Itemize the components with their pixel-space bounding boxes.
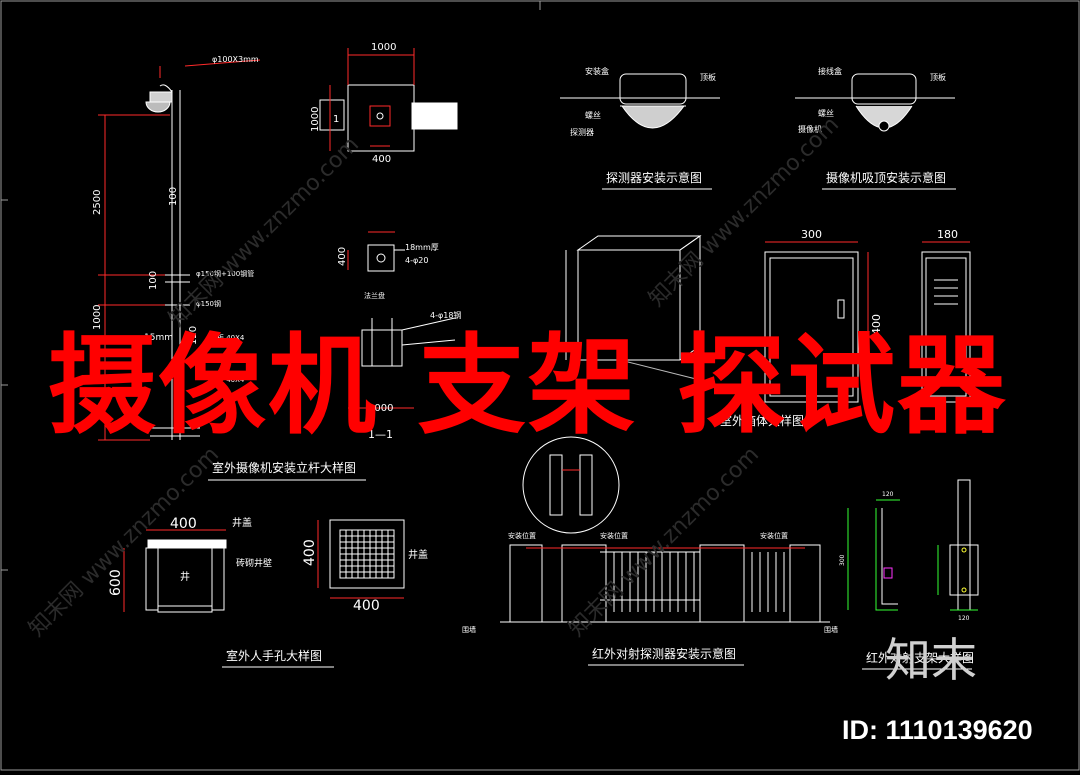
detector-label-ceiling: 顶板 [700, 72, 716, 82]
handhole-height: 600 [108, 569, 124, 596]
pole-dim-100a: 100 [168, 187, 179, 206]
base-dimension-lines [329, 48, 415, 409]
id-label: ID: 1110139620 [842, 715, 1033, 745]
fence-label-1: 安装位置 [508, 531, 536, 540]
detector-mount-labels: 安装盒 顶板 螺丝 探测器 探测器安装示意图 [570, 66, 716, 185]
circle-detail [522, 436, 620, 534]
base-inner-width: 400 [372, 154, 391, 165]
fence-label-5: 围墙 [824, 625, 838, 634]
pole-note-pipe: φ100X3mm [212, 55, 259, 64]
camera-mount-title: 摄像机吸顶安装示意图 [826, 170, 946, 185]
fence-drawing [500, 544, 830, 623]
base-section-mark: 1 [333, 114, 339, 125]
base-flange-plate [367, 244, 405, 272]
bracket-dim-3: 120 [958, 615, 970, 622]
cabinet-title: 室外箱体大样图 [720, 413, 804, 428]
pole-note-plate: 钢板 40X4 [210, 333, 245, 342]
pole-dim-1000: 1000 [92, 305, 103, 330]
detector-label-box: 安装盒 [585, 66, 609, 76]
detector-label-screw: 螺丝 [585, 110, 601, 120]
handhole-labels: 400 600 井盖 砖砌井壁 井 400 400 井盖 室外人手孔大样图 [108, 516, 428, 663]
brand-logo: 知末 [885, 633, 977, 687]
base-plate-dim: 400 [337, 247, 348, 266]
handhole-dim-lines [123, 520, 404, 612]
pole-note-15mm: 15mm [144, 333, 173, 343]
camera-label-screw: 螺丝 [818, 108, 834, 118]
detector-mount-title: 探测器安装示意图 [606, 170, 702, 185]
handhole-lid: 井盖 [232, 516, 252, 529]
bracket-dim-2: 300 [839, 554, 846, 566]
pole-dim-100b: 100 [148, 271, 159, 290]
cabinet-labels: 300 180 400 室外箱体大样图 [720, 228, 958, 428]
base-labels: 1000 1000 1 1 400 400 400 18mm厚 4-φ20 4-… [310, 42, 461, 441]
handhole-plan-width: 400 [353, 598, 380, 614]
handhole-plan-lid: 井盖 [408, 548, 428, 561]
base-plate-thick: 18mm厚 [405, 243, 439, 252]
handhole-wall: 砖砌井壁 [236, 557, 272, 569]
camera-label-box: 接线盒 [818, 66, 842, 76]
pole-dim-2500: 2500 [92, 190, 103, 215]
pole-dimension-lines [98, 59, 261, 441]
overlay-title: 摄像机 支架 探试器 [48, 324, 1008, 449]
cabinet-depth: 180 [937, 228, 958, 241]
camera-mount-labels: 接线盒 顶板 螺丝 摄像机 摄像机吸顶安装示意图 [798, 66, 946, 185]
base-section-mark-right: 1 [424, 114, 430, 125]
handhole-width: 400 [170, 516, 197, 532]
detector-label-device: 探测器 [570, 127, 594, 137]
base-anchor-bolts: 4-φ18钢 [430, 310, 461, 320]
fence-label-3: 安装位置 [760, 531, 788, 540]
detector-mount-drawing [560, 73, 720, 129]
cabinet-dim-lines [765, 241, 970, 402]
pole-note-flange: 法兰 40X4 [210, 375, 245, 384]
base-section-bottom: 1000 [368, 403, 393, 414]
handhole-section [145, 539, 227, 613]
handhole-well: 井 [180, 570, 190, 583]
handhole-plan-height: 400 [302, 539, 318, 566]
pole-note-joint: φ150钢+100钢管 [196, 269, 254, 278]
pole-labels: 2500 100 100 1000 120 φ100X3mm φ150钢+100… [92, 55, 356, 475]
base-side-right: 400 [433, 105, 444, 124]
cabinet-height: 400 [870, 314, 883, 335]
fence-title: 红外对射探测器安装示意图 [592, 646, 736, 661]
base-section-label: 1—1 [368, 428, 393, 441]
pole-note-steel: φ150钢 [196, 299, 221, 308]
camera-mount-drawing [795, 73, 955, 132]
cabinet-3d [565, 235, 702, 381]
camera-label-device: 摄像机 [798, 124, 822, 134]
base-top-width: 1000 [371, 42, 396, 53]
fence-labels: 安装位置 安装位置 安装位置 围墙 围墙 红外对射探测器安装示意图 [462, 531, 838, 661]
bracket-drawing [847, 479, 979, 611]
cabinet-width: 300 [801, 228, 822, 241]
cabinet-front [764, 251, 971, 403]
base-plate-label: 法兰盘 [364, 291, 385, 300]
camera-label-ceiling: 顶板 [930, 72, 946, 82]
pole-dim-120: 120 [188, 326, 199, 345]
bracket-title: 红外对射支架大样图 [866, 650, 974, 665]
base-side-height: 1000 [310, 107, 321, 132]
base-section [361, 317, 456, 367]
bracket-dim-1: 120 [882, 491, 894, 498]
handhole-plan [329, 519, 405, 589]
base-plan [319, 84, 458, 152]
fence-label-4: 围墙 [462, 625, 476, 634]
fence-label-2: 安装位置 [600, 531, 628, 540]
pole-drawing [145, 84, 200, 440]
handhole-title: 室外人手孔大样图 [226, 648, 322, 663]
bracket-labels: 120 300 120 红外对射支架大样图 [839, 491, 974, 665]
base-plate-bolts: 4-φ20 [405, 256, 428, 265]
pole-title: 室外摄像机安装立杆大样图 [212, 460, 356, 475]
